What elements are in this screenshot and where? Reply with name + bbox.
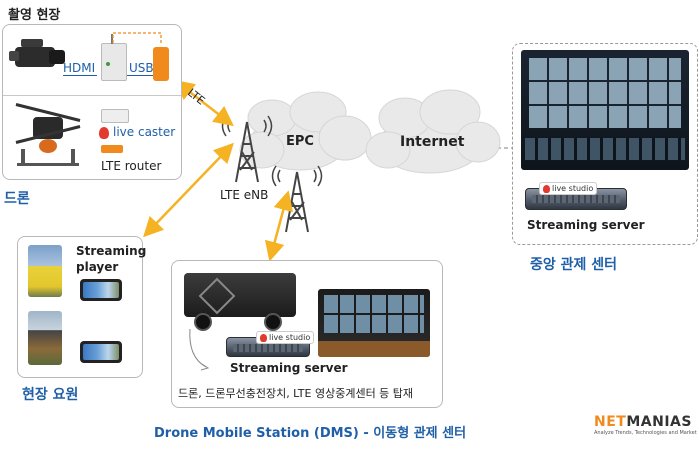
lte-router-label: LTE router xyxy=(101,159,162,173)
control-center-image xyxy=(521,50,689,170)
dms-control-room-image xyxy=(318,289,430,357)
brand-tagline: Analyze Trends, Technologies and Market xyxy=(594,430,697,436)
staff-phone-1 xyxy=(80,279,122,301)
field-site-divider xyxy=(3,95,181,96)
live-caster-logo xyxy=(99,127,109,139)
hdmi-line xyxy=(63,75,97,76)
arrow-enb-staff xyxy=(143,142,234,238)
dms-live-studio-label: live studio xyxy=(269,333,311,342)
staff-phone-2 xyxy=(80,341,122,363)
streaming-player-label: Streaming player xyxy=(76,244,147,274)
control-center-title: 중앙 관제 센터 xyxy=(530,257,618,273)
dms-box: live studio Streaming server 드론, 드론무선충전장… xyxy=(171,260,443,408)
hdmi-label: HDMI xyxy=(63,61,96,75)
brand-manias: MANIAS xyxy=(626,414,692,430)
encoder-device xyxy=(101,34,127,81)
dms-truck-image xyxy=(184,269,300,331)
dms-live-studio-tag: live studio xyxy=(256,331,315,344)
internet-cloud xyxy=(365,89,501,174)
lte-usb-modem xyxy=(153,47,169,81)
internet-label: Internet xyxy=(400,134,465,150)
control-center-box: live studio Streaming server xyxy=(512,43,698,245)
field-site-box: HDMI USB live caster LTE router xyxy=(2,24,182,180)
dashed-orange-link xyxy=(112,32,162,45)
epc-label: EPC xyxy=(286,134,314,149)
arrow-drone-enb xyxy=(174,79,234,127)
field-staff-title: 현장 요원 xyxy=(22,387,79,403)
camcorder-image xyxy=(9,35,67,71)
staff-photo-1 xyxy=(28,245,62,297)
netmanias-logo: NETMANIAS xyxy=(594,414,692,430)
arrow-enb-dms xyxy=(264,190,294,262)
field-site-title: 촬영 현장 xyxy=(8,8,61,23)
center-live-studio-label: live studio xyxy=(552,184,594,193)
dms-description: 드론, 드론무선충전장치, LTE 영상중계센터 등 탑재 xyxy=(178,387,414,400)
dms-pointer-arrow xyxy=(189,328,210,371)
center-live-studio-tag: live studio xyxy=(539,182,598,195)
usb-label: USB xyxy=(129,61,154,75)
drone-label: 드론 xyxy=(4,191,30,207)
dms-server-label: Streaming server xyxy=(230,361,348,375)
field-staff-box: Streaming player xyxy=(17,236,147,378)
lte-enb-label: LTE eNB xyxy=(220,188,269,202)
epc-cloud xyxy=(239,91,372,171)
lte-router-dongle xyxy=(101,145,123,153)
brand-net: NET xyxy=(594,414,627,430)
live-caster-label: live caster xyxy=(113,125,176,139)
dms-caption: Drone Mobile Station (DMS) - 이동형 관제 센터 xyxy=(154,426,467,441)
staff-photo-2 xyxy=(28,311,62,365)
usb-line xyxy=(127,75,153,76)
lte-router-device xyxy=(101,109,129,123)
center-server-label: Streaming server xyxy=(527,218,645,232)
drone-image xyxy=(13,103,83,169)
